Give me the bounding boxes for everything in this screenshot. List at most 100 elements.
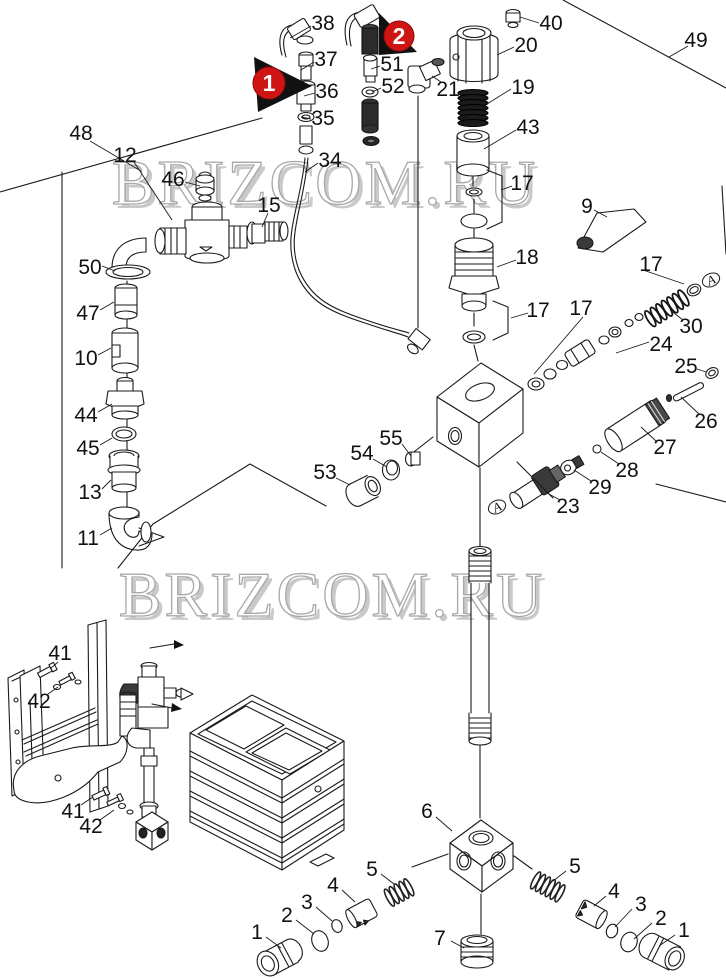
callout-1-leader	[265, 936, 282, 949]
callout-4-leader	[341, 889, 356, 903]
hose-34-drawing	[290, 125, 431, 355]
callout-5-leader	[552, 870, 567, 882]
callout-12-label: 12	[113, 144, 136, 167]
callout-54-label: 54	[350, 442, 374, 465]
part-38-drawing	[279, 17, 314, 58]
callout-18-leader	[496, 259, 517, 268]
part-27-piston-drawing	[604, 397, 671, 453]
callout-6-leader	[435, 816, 453, 832]
callout-10-label: 10	[74, 347, 97, 370]
callout-25-label: 25	[674, 355, 697, 378]
callout-51-label: 51	[380, 53, 403, 76]
callout-28-label: 28	[615, 459, 638, 482]
callout-5-label: 5	[366, 858, 378, 881]
part-46-drawing	[195, 171, 215, 202]
callout-41-label: 41	[61, 800, 84, 823]
callout-11-label: 11	[77, 527, 99, 550]
callout-17-leader	[533, 316, 584, 375]
callout-34-leader	[304, 162, 319, 173]
callout-1-label: 1	[678, 919, 690, 942]
view-marker-A-2-ellipse	[487, 499, 507, 515]
part-30-spring-drawing	[644, 289, 690, 328]
callout-17-label: 17	[510, 172, 533, 195]
callout-3-label: 3	[635, 893, 647, 916]
callout-18-label: 18	[515, 246, 538, 269]
callout-49-label: 49	[684, 29, 707, 52]
callout-23-leader	[546, 492, 561, 501]
callout-17-label: 17	[569, 297, 592, 320]
callout-48-leader	[89, 140, 142, 172]
part-51-52-column-drawing	[344, 4, 380, 147]
callout-38-leader	[289, 25, 312, 39]
callout-2-leader	[295, 919, 315, 935]
callout-3-label: 3	[301, 891, 313, 914]
callout-11-leader	[99, 527, 113, 536]
callout-15-leader	[261, 212, 269, 228]
callout-10-leader	[97, 347, 112, 356]
callout-43-leader	[483, 129, 517, 150]
right-chain-drawing	[529, 871, 685, 971]
callout-6-label: 6	[421, 800, 433, 823]
callout-55-leader	[401, 443, 412, 457]
part-50-elbow-drawing	[105, 237, 151, 280]
callout-46-leader	[184, 181, 201, 187]
callout-7-leader	[450, 940, 465, 949]
callout-29-leader	[573, 469, 592, 482]
oring-17-small-drawing	[460, 169, 503, 240]
view-marker-A-1-ellipse	[701, 272, 721, 288]
callout-21-label: 21	[436, 78, 459, 101]
callout-51-leader	[370, 65, 381, 70]
callout-28-leader	[600, 451, 620, 465]
part-23-drawing	[509, 464, 566, 509]
step-badge-2: 2	[379, 13, 417, 55]
part-28-ball-drawing	[592, 444, 602, 454]
callout-45-leader	[99, 437, 113, 446]
callout-24-label: 24	[649, 333, 673, 356]
callout-5-leader	[380, 873, 395, 885]
callout-45-label: 45	[76, 437, 99, 460]
callout-9-label: 9	[581, 195, 593, 218]
callout-2-label: 2	[655, 907, 667, 930]
callout-3-leader	[614, 908, 633, 928]
callout-15-label: 15	[257, 194, 280, 217]
crate-drawing	[189, 694, 345, 871]
callout-49-leader	[668, 45, 689, 58]
callout-50-label: 50	[78, 256, 101, 279]
callout-35-label: 35	[311, 107, 334, 130]
part-44-drawing	[105, 376, 145, 420]
callout-52-label: 52	[381, 75, 404, 98]
step-badge-2-number: 2	[393, 23, 406, 49]
callout-54-leader	[372, 458, 388, 468]
manifold-block-drawing	[409, 362, 554, 547]
part-19-spring-drawing	[457, 88, 489, 128]
callout-1-leader	[658, 934, 676, 947]
callout-21-leader	[431, 75, 442, 83]
callout-40-label: 40	[539, 12, 562, 35]
callout-37-leader	[300, 61, 315, 71]
part-20-drawing	[449, 25, 499, 84]
part-43-drawing	[456, 129, 490, 187]
oring-a-drawing	[686, 283, 702, 297]
callout-9-leader	[593, 209, 608, 218]
part-53-drawing	[345, 474, 381, 507]
callout-38-label: 38	[311, 12, 334, 35]
callout-27-label: 27	[653, 436, 676, 459]
rod-drawing	[468, 545, 492, 819]
part-13-drawing	[107, 449, 141, 493]
callout-26-label: 26	[694, 410, 717, 433]
callout-55-label: 55	[379, 427, 402, 450]
part-18-drawing	[448, 237, 509, 362]
part-54-drawing	[381, 459, 401, 481]
part-37-drawing	[298, 51, 314, 81]
part-25-drawing	[705, 367, 719, 379]
callout-4-label: 4	[327, 874, 339, 897]
callout-2-label: 2	[281, 904, 293, 927]
part-10-drawing	[111, 327, 139, 374]
step-badge-1: 1	[252, 57, 312, 112]
view-marker-A-1: A	[701, 272, 721, 289]
step-badge-1-number: 1	[263, 70, 276, 96]
